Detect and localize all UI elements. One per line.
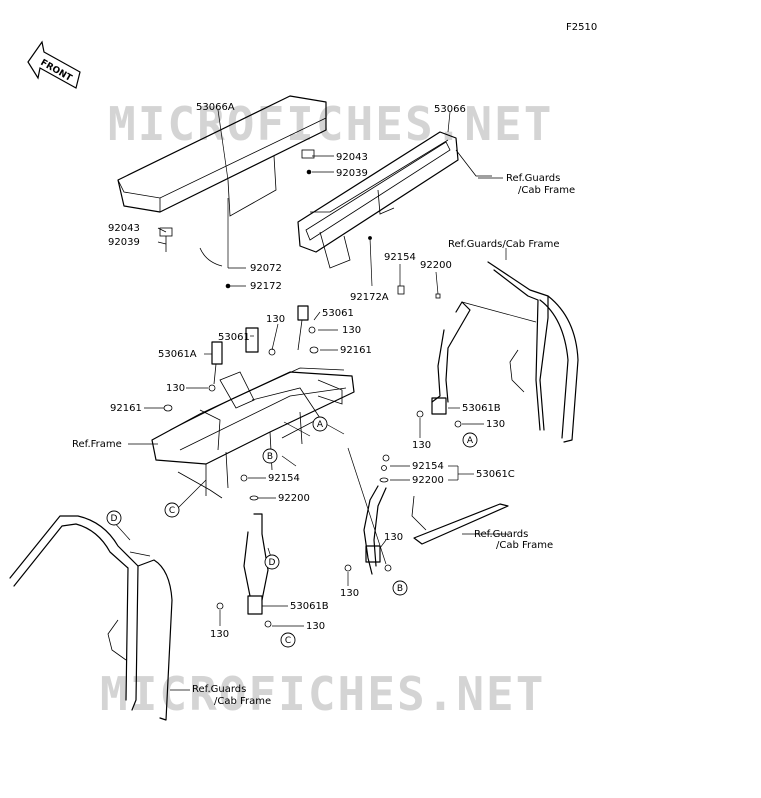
label-130-b: 130 [342,325,361,336]
label-92039-top: 92039 [336,168,368,179]
fasteners [163,326,462,628]
seat-back [297,131,492,269]
label-130-g: 130 [340,588,359,599]
svg-text:A: A [317,420,324,430]
label-92154-top: 92154 [384,252,416,263]
watermark-bottom: MICROFICHES.NET [100,667,545,721]
callout-c1: C [164,502,180,518]
label-ref-guards-3b: /Cab Frame [496,540,553,551]
label-53061B-r: 53061B [462,403,501,414]
label-ref-frame: Ref.Frame [72,439,122,450]
front-arrow-icon: FRONT [27,40,81,89]
label-53061-a: 53061 [322,308,354,319]
seat-belt-right [397,285,537,415]
callout-a2: A [462,432,478,448]
svg-text:A: A [467,436,474,446]
label-53061-b: 53061 [218,332,250,343]
label-130-a: 130 [266,314,285,325]
label-53066: 53066 [434,104,466,115]
svg-text:D: D [111,514,118,524]
seat-cushion [117,95,327,217]
rops-lower-left [9,515,173,721]
seat-belt-middle [363,485,427,575]
rops-middle-bar [413,503,509,545]
svg-text:B: B [397,584,403,594]
label-ref-guards-1a: Ref.Guards [506,173,560,184]
label-92200-mid: 92200 [412,475,444,486]
callout-d1: D [106,510,122,526]
center-buckles [211,305,309,385]
label-ref-guards-2: Ref.Guards/Cab Frame [448,239,560,250]
label-130-e: 130 [486,419,505,430]
callout-a1: A [312,416,328,432]
label-53066A: 53066A [196,102,235,113]
label-53061A: 53061A [158,349,197,360]
label-ref-guards-3a: Ref.Guards [474,529,528,540]
label-92072: 92072 [250,263,282,274]
label-92172A: 92172A [350,292,389,303]
label-130-d: 130 [412,440,431,451]
figure-code: F2510 [566,22,597,33]
seat-belt-left [243,513,269,615]
callout-b2: B [392,580,408,596]
callout-b1: B [262,448,278,464]
label-92200-left: 92200 [278,493,310,504]
label-92043-top: 92043 [336,152,368,163]
svg-text:D: D [269,558,276,568]
label-130-i: 130 [306,621,325,632]
label-ref-guards-4a: Ref.Guards [192,684,246,695]
callout-c2: C [280,632,296,648]
svg-text:C: C [169,506,175,516]
label-130-h: 130 [210,629,229,640]
label-92154-mid: 92154 [412,461,444,472]
label-ref-guards-4b: /Cab Frame [214,696,271,707]
label-92043-left: 92043 [108,223,140,234]
label-92200-top: 92200 [420,260,452,271]
label-ref-guards-1b: /Cab Frame [518,185,575,196]
svg-text:C: C [285,636,291,646]
label-130-f: 130 [384,532,403,543]
callout-d2: D [264,554,280,570]
svg-text:B: B [267,452,273,462]
label-92039-left: 92039 [108,237,140,248]
label-53061B-l: 53061B [290,601,329,612]
label-92161-l: 92161 [110,403,142,414]
label-53061C: 53061C [476,469,515,480]
watermark-top: MICROFICHES.NET [108,97,553,151]
label-92154-left: 92154 [268,473,300,484]
label-92172: 92172 [250,281,282,292]
rops-upper-right [487,261,579,443]
label-130-c: 130 [166,383,185,394]
label-92161-r: 92161 [340,345,372,356]
